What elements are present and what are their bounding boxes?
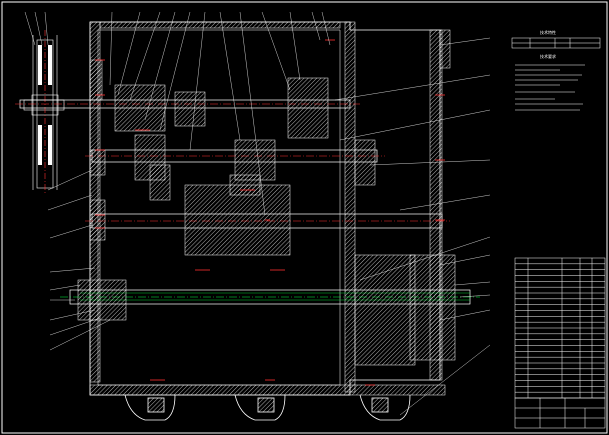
gear-input-1 [114, 84, 166, 132]
tech-requirements-lines [515, 64, 585, 111]
tech-requirements-title: 技术要求 [540, 53, 556, 59]
pulley-detail-view [23, 30, 65, 195]
gear-s2-2 [234, 139, 276, 181]
foot-bolt-3 [371, 397, 389, 413]
left-output-bearing [77, 279, 127, 321]
gears [77, 29, 456, 366]
red-tick-marks [95, 39, 445, 386]
foot-bolt-1 [147, 397, 165, 413]
right-leader-lines [334, 37, 491, 416]
gear-input-2 [174, 91, 206, 127]
foot-bolt-2 [257, 397, 275, 413]
housing-foot-1 [124, 394, 176, 421]
top-right-flange [439, 29, 451, 69]
output-cover [409, 254, 456, 361]
housing-foot-3 [359, 394, 411, 421]
left-bearing-3 [89, 199, 106, 241]
gear-s2-3 [149, 164, 171, 201]
gear-s3-top [229, 174, 261, 196]
right-bearing [354, 139, 376, 186]
bearing-group [287, 77, 329, 139]
left-bearing-2 [89, 149, 106, 176]
output-gear [354, 254, 416, 366]
housing-foot-2 [234, 394, 286, 421]
left-leader-lines [47, 169, 111, 351]
top-leader-lines [24, 11, 331, 216]
tech-spec-title: 技术特性 [540, 29, 556, 35]
left-bearing-1 [89, 59, 103, 101]
gear-s3-block [184, 184, 291, 256]
title-block [514, 397, 606, 429]
tech-spec-table [511, 37, 601, 49]
parts-list-table [514, 257, 606, 399]
